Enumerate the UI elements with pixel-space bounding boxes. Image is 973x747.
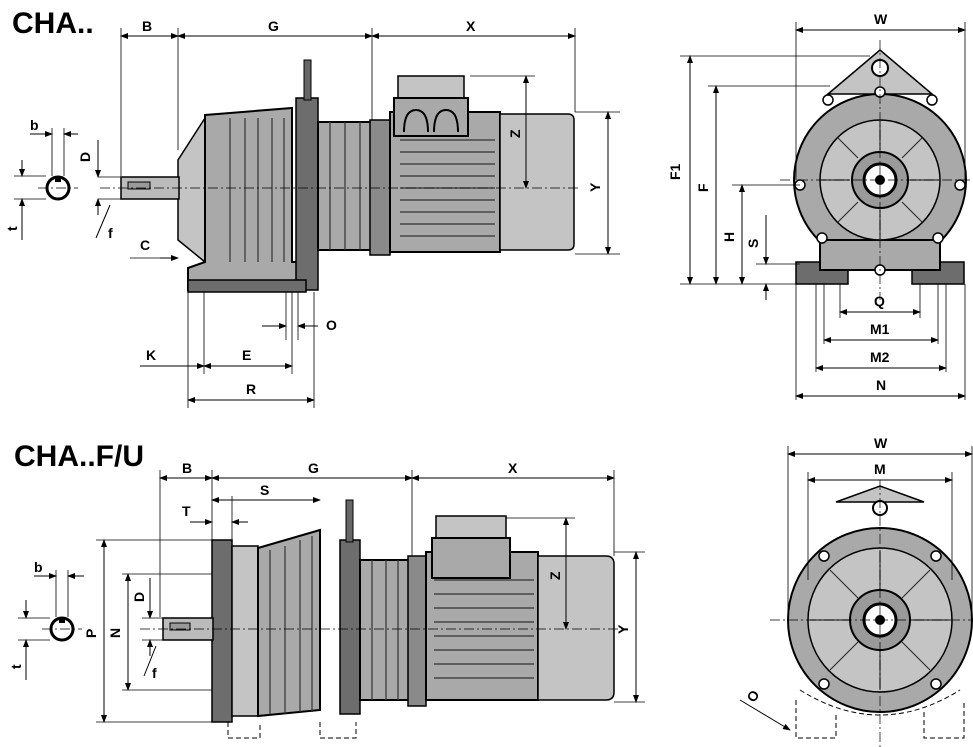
title-cha-f-u: CHA..F/U [14,440,144,473]
top-front-dimensions: W F1 F H S Q M1 M2 N [667,11,966,400]
top-front-view [780,40,973,300]
dim-label-c: C [140,237,150,253]
dim-label-m2: M2 [870,349,890,365]
dim-label-q: Q [874,293,885,309]
dim-label-s: S [260,482,269,498]
dim-label-m1: M1 [870,321,890,337]
bottom-side-view [140,499,625,739]
dim-label-z: Z [547,571,563,580]
dim-label-t-upper: T [182,503,191,519]
dim-label-o: O [743,687,762,705]
dim-label-y: Y [587,182,603,192]
dim-label-z: Z [507,129,523,138]
dim-label-b-upper: B [142,18,152,34]
dim-label-x: X [466,18,476,34]
dim-label-b-upper: B [182,460,192,476]
dim-label-r: R [246,381,256,397]
dim-label-m: M [874,461,886,477]
dim-label-t: t [4,226,20,231]
dim-label-g: G [268,18,279,34]
dim-label-h: H [721,232,737,242]
dim-label-f: f [152,665,157,681]
dim-label-p: P [83,629,99,638]
bottom-front-view [770,480,973,747]
dim-label-g: G [308,460,319,476]
dim-label-w: W [874,435,888,451]
top-side-dimensions: B G X Z Y D f C b t [4,18,620,408]
dim-label-d: D [77,152,93,162]
dim-label-b-lower: b [30,117,39,133]
dim-label-y: Y [615,624,631,634]
dim-label-f1: F1 [667,163,683,180]
dim-label-k: K [146,347,156,363]
dim-label-w: W [874,11,888,27]
dim-label-t: t [8,664,24,669]
dim-label-f: f [108,225,113,241]
title-cha: CHA.. [12,7,94,40]
dim-label-x: X [508,460,518,476]
dim-label-o: O [326,317,337,333]
dim-label-n: N [876,377,886,393]
dim-label-n: N [107,628,123,638]
dim-label-e: E [242,347,251,363]
bottom-front-dimensions: W M O [739,435,973,731]
bottom-side-dimensions: B G X S T Z Y P N D f [8,460,645,723]
top-side-view [100,59,580,293]
dim-label-f: F [695,183,711,192]
dim-label-d: D [131,592,147,602]
dim-label-b-lower: b [34,559,43,575]
dim-label-s: S [745,239,761,248]
